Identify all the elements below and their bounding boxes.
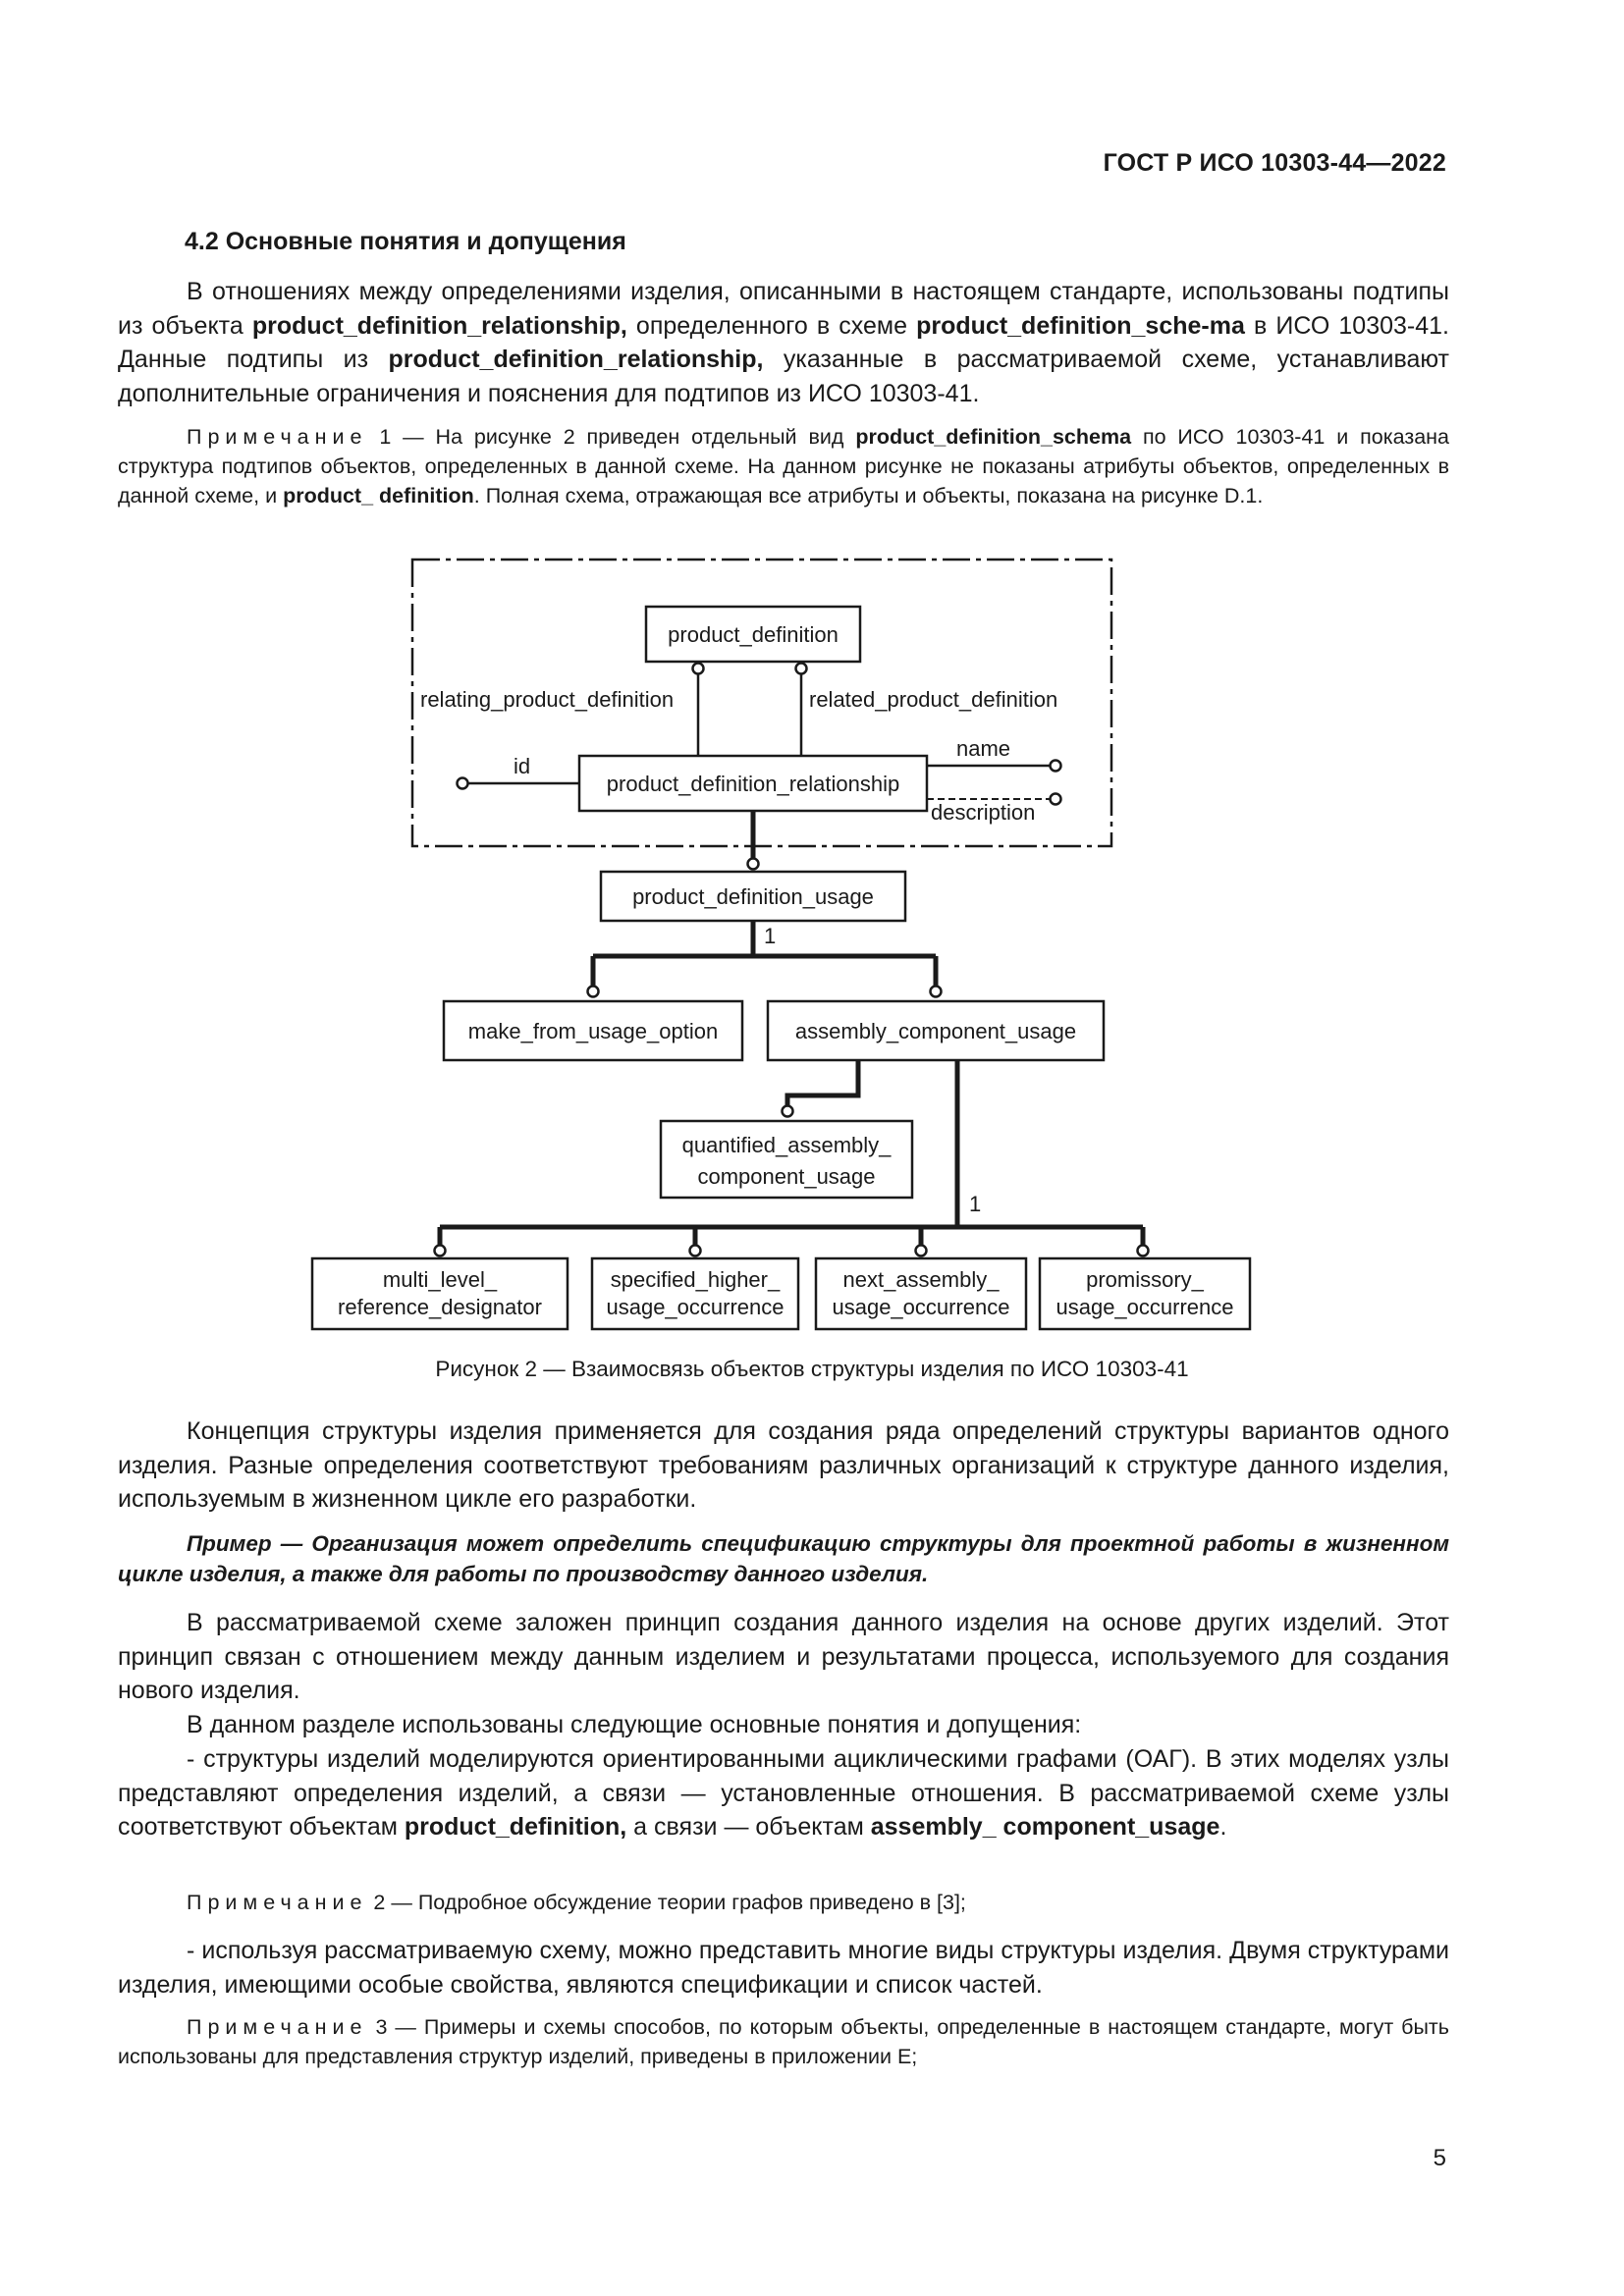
paragraph-assumptions-intro: В данном разделе использованы следующие … [187, 1711, 1082, 1738]
example-text: Пример — Организация может определить сп… [118, 1531, 1449, 1586]
paragraph-dag: - структуры изделий моделируются ориенти… [118, 1745, 1449, 1841]
svg-text:next_assembly_: next_assembly_ [843, 1267, 1001, 1292]
svg-text:assembly_component_usage: assembly_component_usage [795, 1019, 1076, 1043]
svg-text:product_definition_usage: product_definition_usage [632, 884, 874, 909]
entity-make-from-usage-option: make_from_usage_option [442, 999, 744, 1062]
entity-product-definition: product_definition [644, 605, 862, 664]
document-code-header: ГОСТ Р ИСО 10303-44—2022 [1103, 149, 1446, 177]
entity-quantified-assembly-component-usage: quantified_assembly_ component_usage [659, 1119, 914, 1200]
svg-text:specified_higher_: specified_higher_ [611, 1267, 781, 1292]
entity-product-definition-relationship: product_definition_relationship [577, 754, 929, 813]
svg-text:quantified_assembly_: quantified_assembly_ [682, 1133, 893, 1157]
note-1: Примечание 1 — На рисунке 2 приведен отд… [118, 425, 1449, 507]
page-number: 5 [1433, 2145, 1446, 2171]
label-oneof-2: 1 [969, 1192, 981, 1216]
entity-product-definition-usage: product_definition_usage [599, 870, 907, 923]
paragraph-principle: В рассматриваемой схеме заложен принцип … [118, 1609, 1449, 1704]
svg-text:promissory_: promissory_ [1086, 1267, 1205, 1292]
paragraph-structures: - используя рассматриваемую схему, можно… [118, 1937, 1449, 1999]
label-related-product-definition: related_product_definition [809, 687, 1057, 712]
entity-next-assembly-usage-occurrence: next_assembly_ usage_occurrence [814, 1256, 1028, 1331]
label-oneof-1: 1 [764, 924, 776, 948]
note-2: Примечание 2 — Подробное обсуждение теор… [187, 1891, 966, 1914]
paragraph-concept: Концепция структуры изделия применяется … [118, 1417, 1449, 1513]
note-3: Примечание 3 — Примеры и схемы способов,… [118, 2015, 1449, 2068]
label-description: description [931, 800, 1035, 825]
entity-specified-higher-usage-occurrence: specified_higher_ usage_occurrence [590, 1256, 800, 1331]
note-label: Примечание [187, 1891, 368, 1914]
note-label: Примечание [187, 2015, 368, 2039]
product-structure-diagram: product_definition relating_product_defi… [310, 558, 1252, 1331]
label-relating-product-definition: relating_product_definition [420, 687, 674, 712]
svg-text:make_from_usage_option: make_from_usage_option [468, 1019, 718, 1043]
entity-multi-level-reference-designator: multi_level_ reference_designator [310, 1256, 569, 1331]
svg-text:product_definition: product_definition [668, 622, 839, 647]
svg-text:component_usage: component_usage [697, 1164, 875, 1189]
note-label: Примечание [187, 425, 368, 449]
svg-text:usage_occurrence: usage_occurrence [1056, 1295, 1233, 1319]
label-id: id [514, 754, 530, 778]
svg-text:reference_designator: reference_designator [338, 1295, 542, 1319]
schema-boundary [410, 558, 1113, 848]
entity-promissory-usage-occurrence: promissory_ usage_occurrence [1038, 1256, 1252, 1331]
figure-caption: Рисунок 2 — Взаимосвязь объектов структу… [435, 1357, 1189, 1381]
entity-assembly-component-usage: assembly_component_usage [766, 999, 1106, 1062]
svg-text:multi_level_: multi_level_ [383, 1267, 498, 1292]
paragraph-subtypes: В отношениях между определениями изделия… [118, 278, 1449, 407]
label-name: name [956, 736, 1010, 761]
section-title: 4.2 Основные понятия и допущения [185, 228, 626, 255]
svg-text:product_definition_relationshi: product_definition_relationship [607, 772, 899, 796]
svg-text:usage_occurrence: usage_occurrence [606, 1295, 784, 1319]
svg-text:usage_occurrence: usage_occurrence [832, 1295, 1009, 1319]
